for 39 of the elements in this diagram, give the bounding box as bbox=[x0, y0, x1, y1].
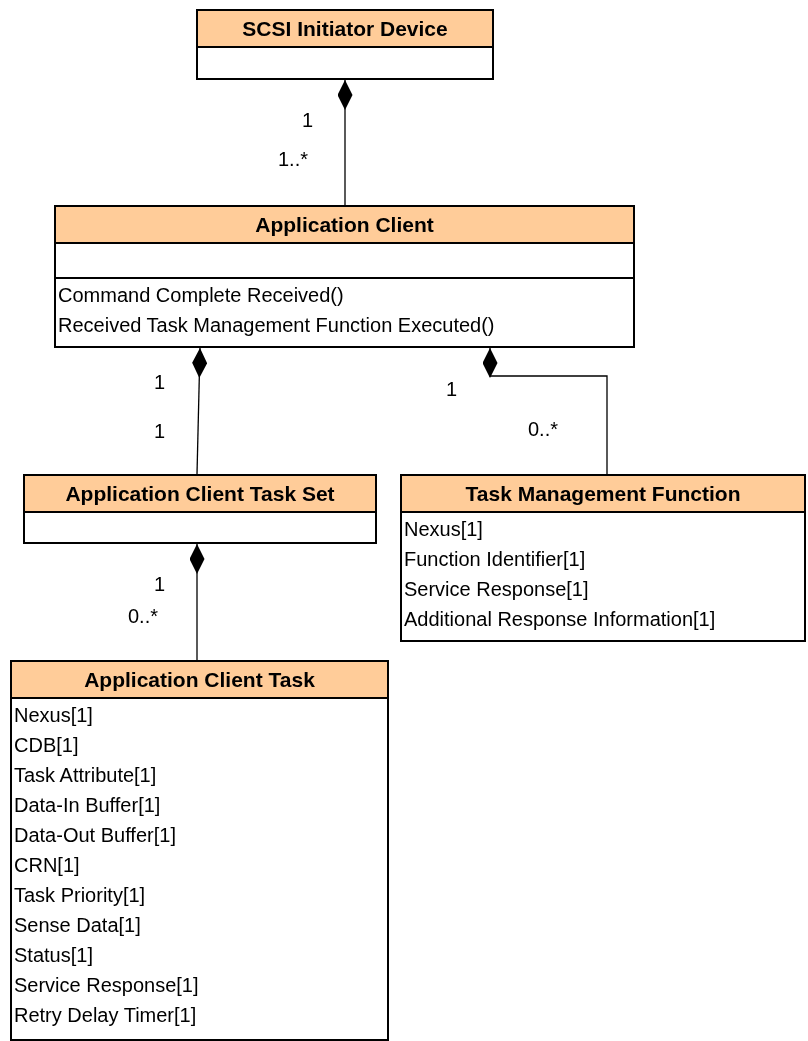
composition-connector bbox=[192, 347, 208, 475]
class-name-header: Task Management Function bbox=[402, 476, 804, 513]
attribute-text: Retry Delay Timer[1] bbox=[14, 1003, 198, 1028]
attribute-text: Nexus[1] bbox=[404, 517, 484, 542]
multiplicity-label: 0..* bbox=[128, 604, 159, 628]
multiplicity-label: 1 bbox=[154, 419, 166, 443]
attribute-text: Function Identifier[1] bbox=[404, 547, 587, 572]
composition-connector bbox=[337, 79, 353, 206]
attribute-text: Additional Response Information[1] bbox=[404, 607, 717, 632]
class-box bbox=[196, 9, 494, 80]
multiplicity-label: 0..* bbox=[528, 417, 559, 441]
attribute-text: Task Priority[1] bbox=[14, 883, 147, 908]
attribute-text: Sense Data[1] bbox=[14, 913, 142, 938]
class-name-header: Application Client Task Set bbox=[25, 476, 375, 513]
composition-connector bbox=[482, 347, 608, 475]
attribute-text: Service Response[1] bbox=[14, 973, 200, 998]
class-box bbox=[400, 474, 806, 642]
attribute-text: Service Response[1] bbox=[404, 577, 590, 602]
attribute-text: Data-In Buffer[1] bbox=[14, 793, 162, 818]
attribute-text: Task Attribute[1] bbox=[14, 763, 158, 788]
method-text: Command Complete Received() bbox=[58, 283, 345, 308]
multiplicity-label: 1..* bbox=[278, 147, 309, 171]
multiplicity-label: 1 bbox=[154, 572, 166, 596]
class-box bbox=[10, 660, 389, 1041]
attribute-text: Status[1] bbox=[14, 943, 94, 968]
multiplicity-label: 1 bbox=[446, 377, 458, 401]
class-name-header: Application Client bbox=[56, 207, 633, 244]
multiplicity-label: 1 bbox=[302, 108, 314, 132]
attribute-text: CRN[1] bbox=[14, 853, 81, 878]
composition-connector bbox=[189, 543, 205, 661]
attribute-text: Data-Out Buffer[1] bbox=[14, 823, 177, 848]
attribute-text: Nexus[1] bbox=[14, 703, 94, 728]
multiplicity-label: 1 bbox=[154, 370, 166, 394]
attribute-text: CDB[1] bbox=[14, 733, 80, 758]
class-name-header: SCSI Initiator Device bbox=[198, 11, 492, 48]
class-name-header: Application Client Task bbox=[12, 662, 387, 699]
class-box bbox=[54, 205, 635, 348]
method-text: Received Task Management Function Executed() bbox=[58, 313, 496, 338]
class-box bbox=[23, 474, 377, 544]
